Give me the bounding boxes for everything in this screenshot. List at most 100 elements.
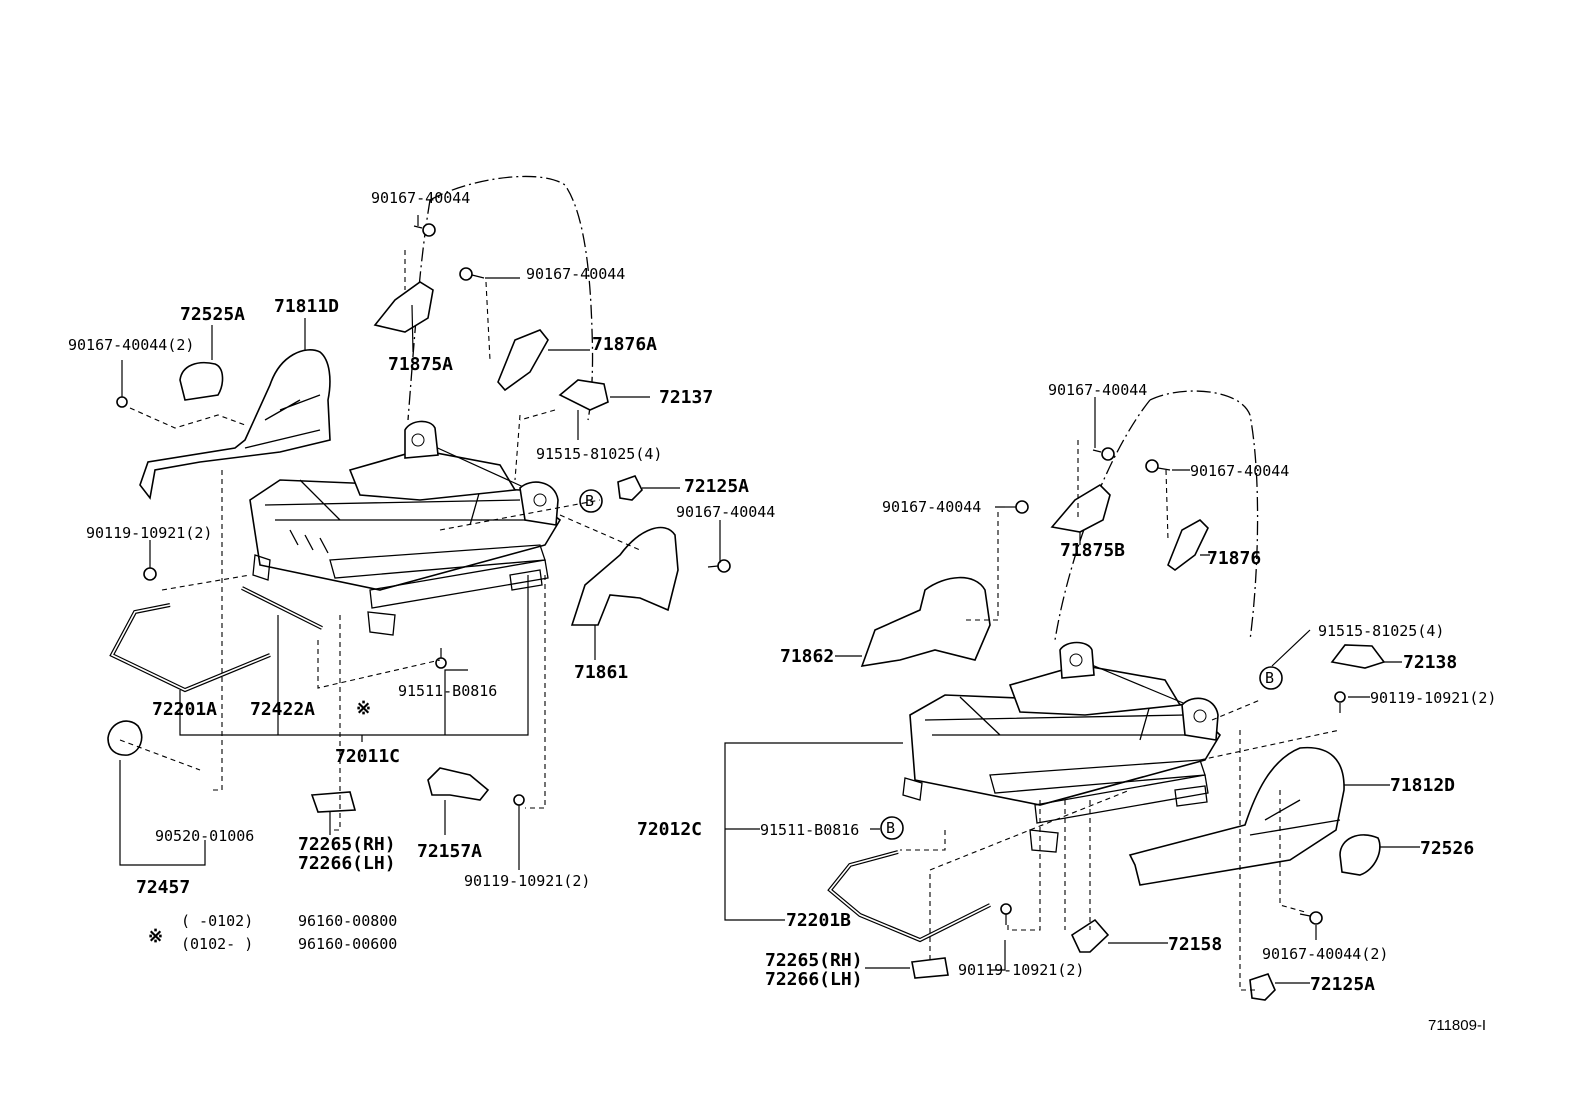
label-72011C: 72011C xyxy=(335,746,400,767)
bolt-icon xyxy=(116,388,128,408)
label-72422A: 72422A xyxy=(250,699,315,720)
left-clip-72125A xyxy=(617,475,643,501)
left-bracket-71875A xyxy=(373,281,434,333)
left-cover-72157A xyxy=(427,767,490,801)
note-symbol: ※ xyxy=(148,926,163,947)
bolt-icon xyxy=(1334,691,1346,713)
left-shield-detail xyxy=(244,394,321,449)
right-cover-72158 xyxy=(1070,918,1110,953)
label-90167-40044-top: 90167-40044 xyxy=(371,189,470,207)
right-assembly-dashes xyxy=(900,440,1341,991)
right-wire-72201B xyxy=(827,850,991,943)
label-71876A: 71876A xyxy=(592,334,657,355)
diagram-reference-code: 711809-I xyxy=(1428,1017,1486,1034)
bolt-icon xyxy=(435,648,447,669)
left-cover-72137 xyxy=(558,379,609,411)
label-72201A: 72201A xyxy=(152,699,217,720)
note-symbol-left: ※ xyxy=(356,698,371,719)
left-knob-72457 xyxy=(107,720,143,756)
label-72125A: 72125A xyxy=(1310,974,1375,995)
label-72526: 72526 xyxy=(1420,838,1474,859)
left-shield-71811D xyxy=(139,349,331,500)
bolt-icon xyxy=(1145,459,1171,473)
label-91511-B0816: 91511-B0816 xyxy=(398,682,497,700)
label-90119-10921-2-bottom: 90119-10921(2) xyxy=(958,961,1084,979)
bolt-icon xyxy=(413,223,436,237)
bolt-icon xyxy=(143,558,157,581)
label-72525A: 72525A xyxy=(180,304,245,325)
note-part-1: 96160-00800 xyxy=(298,912,397,930)
right-leader-lines xyxy=(724,397,1420,984)
ref-b-label: B xyxy=(585,492,594,510)
left-seatback-outline xyxy=(429,175,594,421)
label-72201B: 72201B xyxy=(786,910,851,931)
right-seatback-outline-side xyxy=(1054,399,1151,641)
right-seatback-outline xyxy=(1149,390,1259,641)
right-clip-72125A xyxy=(1249,973,1276,1001)
label-90119-10921-2: 90119-10921(2) xyxy=(86,524,212,542)
label-90167-40044-mid: 90167-40044 xyxy=(526,265,625,283)
left-leader-lines xyxy=(119,215,721,870)
bolt-icon xyxy=(1000,903,1012,925)
label-90167-40044-2: 90167-40044(2) xyxy=(68,336,194,354)
ref-b-marker xyxy=(880,816,904,840)
label-71875A: 71875A xyxy=(388,354,453,375)
label-72125A: 72125A xyxy=(684,476,749,497)
label-72157A: 72157A xyxy=(417,841,482,862)
right-cover-72526 xyxy=(1339,834,1381,876)
label-72266-LH: 72266(LH) xyxy=(765,969,863,990)
label-90119-10921-2-bottom: 90119-10921(2) xyxy=(464,872,590,890)
left-bracket-71876A xyxy=(497,329,549,392)
right-connector-72265 xyxy=(911,957,949,979)
left-cover-72525A xyxy=(179,361,224,401)
left-shield-71861 xyxy=(570,526,679,626)
label-72457: 72457 xyxy=(136,877,190,898)
bolt-icon xyxy=(513,794,525,815)
label-72012C: 72012C xyxy=(637,819,702,840)
label-72137: 72137 xyxy=(659,387,713,408)
left-wire-72201A xyxy=(109,603,271,693)
bolt-icon xyxy=(459,267,485,281)
right-cover-72138 xyxy=(1330,644,1386,669)
note-range-1: ( -0102) xyxy=(181,912,253,930)
left-seat-frame xyxy=(249,420,562,636)
left-connector-72265 xyxy=(310,791,357,813)
label-90167-40044-mid: 90167-40044 xyxy=(1190,462,1289,480)
right-bracket-71876 xyxy=(1167,519,1209,571)
label-72265-RH: 72265(RH) xyxy=(765,950,863,971)
right-seat-assembly: B B 90167-40044 90167-40044 90167-40044 … xyxy=(637,381,1496,1001)
left-assembly-dashes xyxy=(119,250,641,831)
label-72138: 72138 xyxy=(1403,652,1457,673)
note-part-2: 96160-00600 xyxy=(298,935,397,953)
ref-b-label: B xyxy=(886,819,895,837)
label-90167-40044-2-bottom: 90167-40044(2) xyxy=(1262,945,1388,963)
ref-b-marker xyxy=(1259,666,1283,690)
label-90167-40044-top: 90167-40044 xyxy=(1048,381,1147,399)
ref-b-label: B xyxy=(1265,669,1274,687)
label-91511-B0816: 91511-B0816 xyxy=(760,821,859,839)
bolt-icon xyxy=(707,559,731,573)
label-71862: 71862 xyxy=(780,646,834,667)
label-91515-81025-4: 91515-81025(4) xyxy=(536,445,662,463)
label-90167-40044-left: 90167-40044 xyxy=(882,498,981,516)
bolt-icon xyxy=(1005,500,1029,514)
right-shield-71812D xyxy=(1128,746,1345,886)
ref-b-marker xyxy=(579,489,603,513)
note-range-2: (0102- ) xyxy=(181,935,253,953)
label-71861: 71861 xyxy=(574,662,628,683)
label-71875B: 71875B xyxy=(1060,540,1125,561)
right-bracket-71875B xyxy=(1050,483,1111,533)
label-71876: 71876 xyxy=(1207,548,1261,569)
right-shield-detail xyxy=(1249,799,1341,836)
label-71812D: 71812D xyxy=(1390,775,1455,796)
label-90520-01006: 90520-01006 xyxy=(155,827,254,845)
left-seat-assembly: B 90167-40044(2) 72525A 71811D 90167-400… xyxy=(68,175,775,953)
label-72158: 72158 xyxy=(1168,934,1222,955)
label-72266-LH: 72266(LH) xyxy=(298,853,396,874)
bolt-icon xyxy=(1299,911,1323,925)
label-91515-81025-4: 91515-81025(4) xyxy=(1318,622,1444,640)
right-seat-frame xyxy=(902,641,1222,853)
label-72265-RH: 72265(RH) xyxy=(298,834,396,855)
bolt-icon xyxy=(1092,447,1115,461)
